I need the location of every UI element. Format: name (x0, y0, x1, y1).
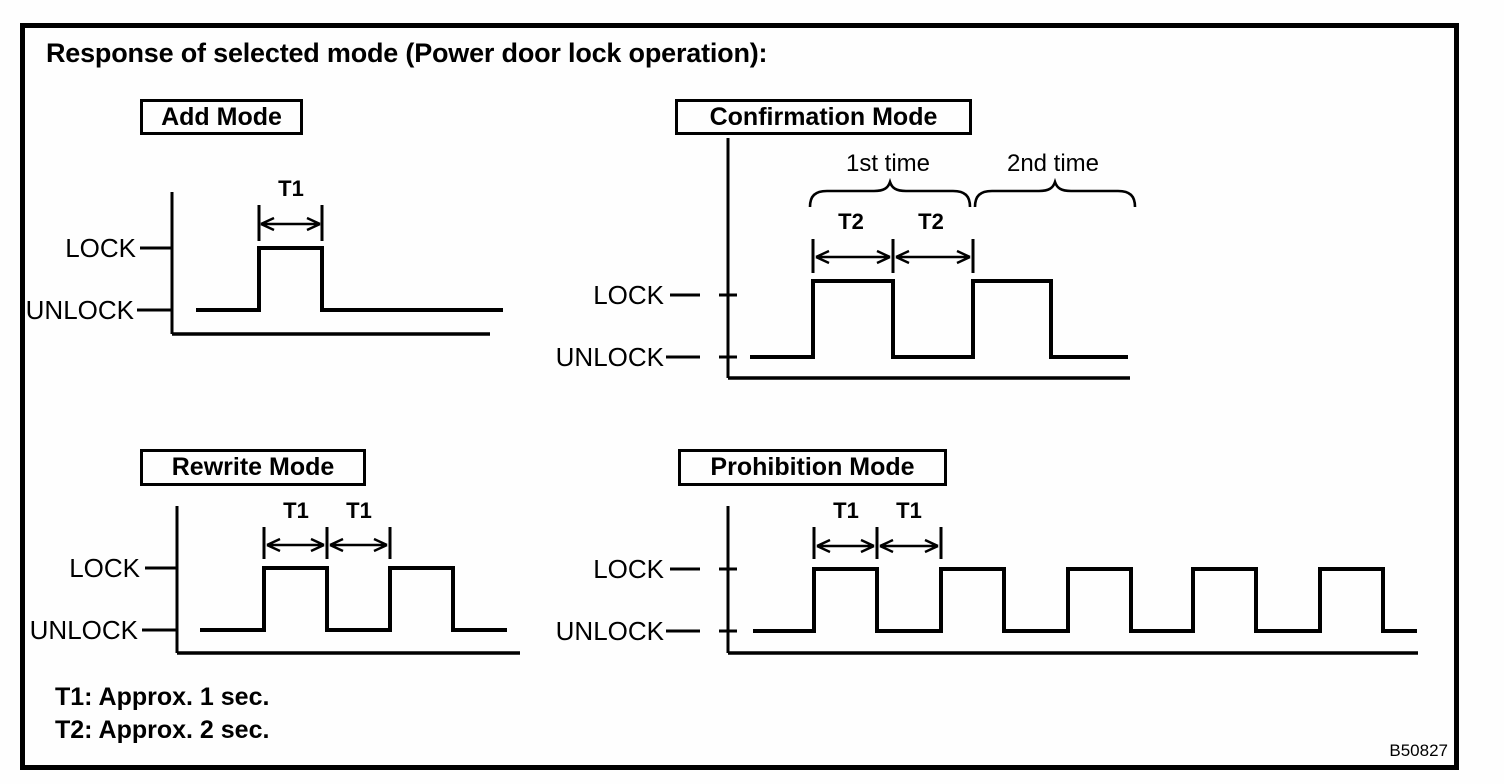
prohibition-waveform (753, 567, 1417, 633)
prohibition-t1-arrow-2 (879, 538, 939, 554)
figure-title: Response of selected mode (Power door lo… (46, 38, 768, 68)
confirmation-t2-arrow-1 (815, 249, 891, 265)
prohibition-t1-ticks (812, 527, 943, 559)
prohibition-mode-diagram (666, 506, 1418, 655)
prohibition-t1-arrow-1 (816, 538, 875, 554)
first-time-brace (808, 177, 972, 208)
confirmation-lock-label: LOCK (593, 280, 664, 310)
confirmation-mode-title-box: Confirmation Mode (675, 99, 972, 135)
confirmation-t2-label-2: T2 (918, 209, 944, 234)
second-time-label: 2nd time (1006, 150, 1100, 177)
add-mode-t1-label: T1 (278, 176, 304, 201)
figure-frame (20, 23, 1459, 770)
note-t1: T1: Approx. 1 sec. (55, 683, 270, 711)
rewrite-mode-title: Rewrite Mode (171, 453, 335, 481)
rewrite-t1-ticks (262, 527, 392, 559)
prohibition-unlock-label: UNLOCK (555, 616, 664, 646)
prohibition-lock-label: LOCK (593, 554, 664, 584)
rewrite-mode-diagram (142, 506, 520, 655)
add-mode-lock-label: LOCK (65, 233, 136, 263)
confirmation-waveform (750, 279, 1128, 359)
add-mode-t1-ticks (257, 205, 324, 241)
add-mode-diagram (137, 192, 503, 336)
rewrite-lock-label: LOCK (69, 553, 140, 583)
rewrite-unlock-label: UNLOCK (29, 615, 138, 645)
confirmation-mode-diagram (666, 138, 1137, 380)
confirmation-t2-arrow-2 (895, 249, 971, 265)
prohibition-mode-title: Prohibition Mode (710, 453, 915, 481)
rewrite-t1-label-1: T1 (283, 498, 309, 523)
confirmation-unlock-label: UNLOCK (555, 342, 664, 372)
rewrite-t1-arrow-1 (266, 537, 325, 553)
rewrite-waveform (200, 566, 507, 632)
add-mode-t1-arrow (260, 216, 321, 232)
add-mode-unlock-label: UNLOCK (25, 295, 134, 325)
figure-code: B50827 (1389, 741, 1448, 760)
note-t2: T2: Approx. 2 sec. (55, 716, 270, 744)
rewrite-t1-label-2: T1 (346, 498, 372, 523)
confirmation-t2-ticks (811, 239, 975, 273)
confirmation-mode-title: Confirmation Mode (709, 102, 938, 131)
rewrite-t1-arrow-2 (329, 537, 388, 553)
first-time-label: 1st time (845, 150, 931, 177)
rewrite-mode-title-box: Rewrite Mode (140, 449, 366, 486)
add-mode-title: Add Mode (161, 102, 282, 131)
confirmation-t2-label-1: T2 (838, 209, 864, 234)
second-time-brace (973, 177, 1137, 208)
add-mode-waveform (196, 246, 503, 312)
prohibition-mode-title-box: Prohibition Mode (678, 449, 947, 486)
add-mode-title-box: Add Mode (140, 99, 303, 135)
prohibition-t1-label-1: T1 (833, 498, 859, 523)
prohibition-t1-label-2: T1 (896, 498, 922, 523)
